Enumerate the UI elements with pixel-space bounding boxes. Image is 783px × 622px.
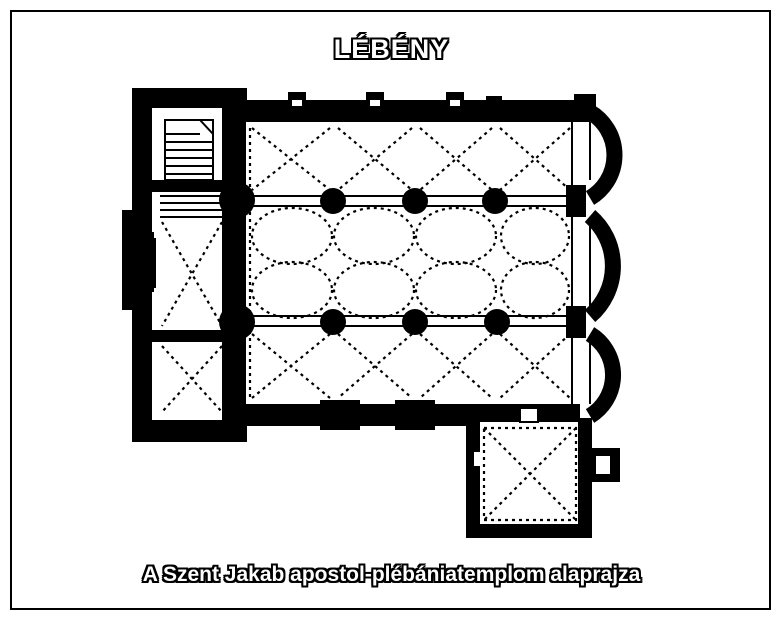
annex-niche (596, 456, 610, 474)
plan-title: LÉBÉNY (333, 34, 450, 64)
east-bay-lines (571, 122, 591, 404)
plan-caption: A Szent Jakab apostol-plébániatemplom al… (142, 563, 641, 586)
north-windows (292, 100, 460, 106)
annex-door (519, 407, 539, 423)
apse-windows (652, 232, 670, 300)
tower-staircase (160, 119, 222, 218)
vault-ribs (161, 127, 578, 522)
west-portal-steps (139, 238, 156, 288)
outer-walls (122, 88, 596, 442)
apses (584, 105, 623, 423)
annex-window (474, 452, 480, 466)
